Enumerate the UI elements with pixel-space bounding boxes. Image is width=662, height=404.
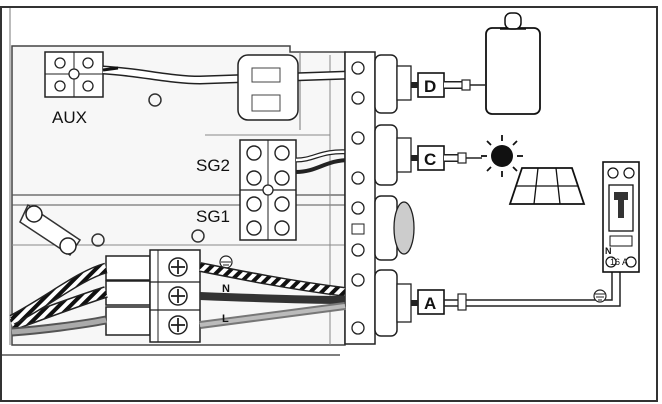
circuit-breaker-icon <box>602 161 640 273</box>
mains-terminal-block <box>105 249 233 343</box>
solar-panel-icon <box>508 167 586 205</box>
enclosure-frame <box>0 6 658 402</box>
label-d: D <box>424 77 436 96</box>
label-box-a: A <box>417 289 445 315</box>
mounting-screw <box>91 233 105 247</box>
sg2-cable <box>295 149 351 174</box>
aux-label: AUX <box>52 108 87 127</box>
cable-clip <box>237 54 299 121</box>
mounting-screw <box>191 229 205 243</box>
label-box-c: C <box>417 145 445 171</box>
battery-pack-icon <box>485 12 541 115</box>
label-c: C <box>424 150 436 169</box>
mounting-screw <box>148 93 162 107</box>
cable-glands <box>344 51 415 345</box>
aux-cable <box>102 65 351 85</box>
bracket <box>19 203 82 257</box>
aux-terminal-block <box>44 51 104 98</box>
breaker-rating: 16 A <box>610 257 628 267</box>
mains-wires <box>9 262 346 337</box>
label-a: A <box>424 294 436 313</box>
sg2-label: SG2 <box>196 156 230 175</box>
breaker-n-label: N <box>605 246 612 256</box>
sg1-label: SG1 <box>196 207 230 226</box>
label-box-d: D <box>417 72 445 98</box>
sun-icon <box>481 135 523 177</box>
l-wire-label: L <box>222 313 229 325</box>
external-cables <box>411 79 621 311</box>
n-wire-label: N <box>222 283 230 295</box>
ground-icon <box>593 289 607 303</box>
sg-terminal-block <box>239 139 297 241</box>
